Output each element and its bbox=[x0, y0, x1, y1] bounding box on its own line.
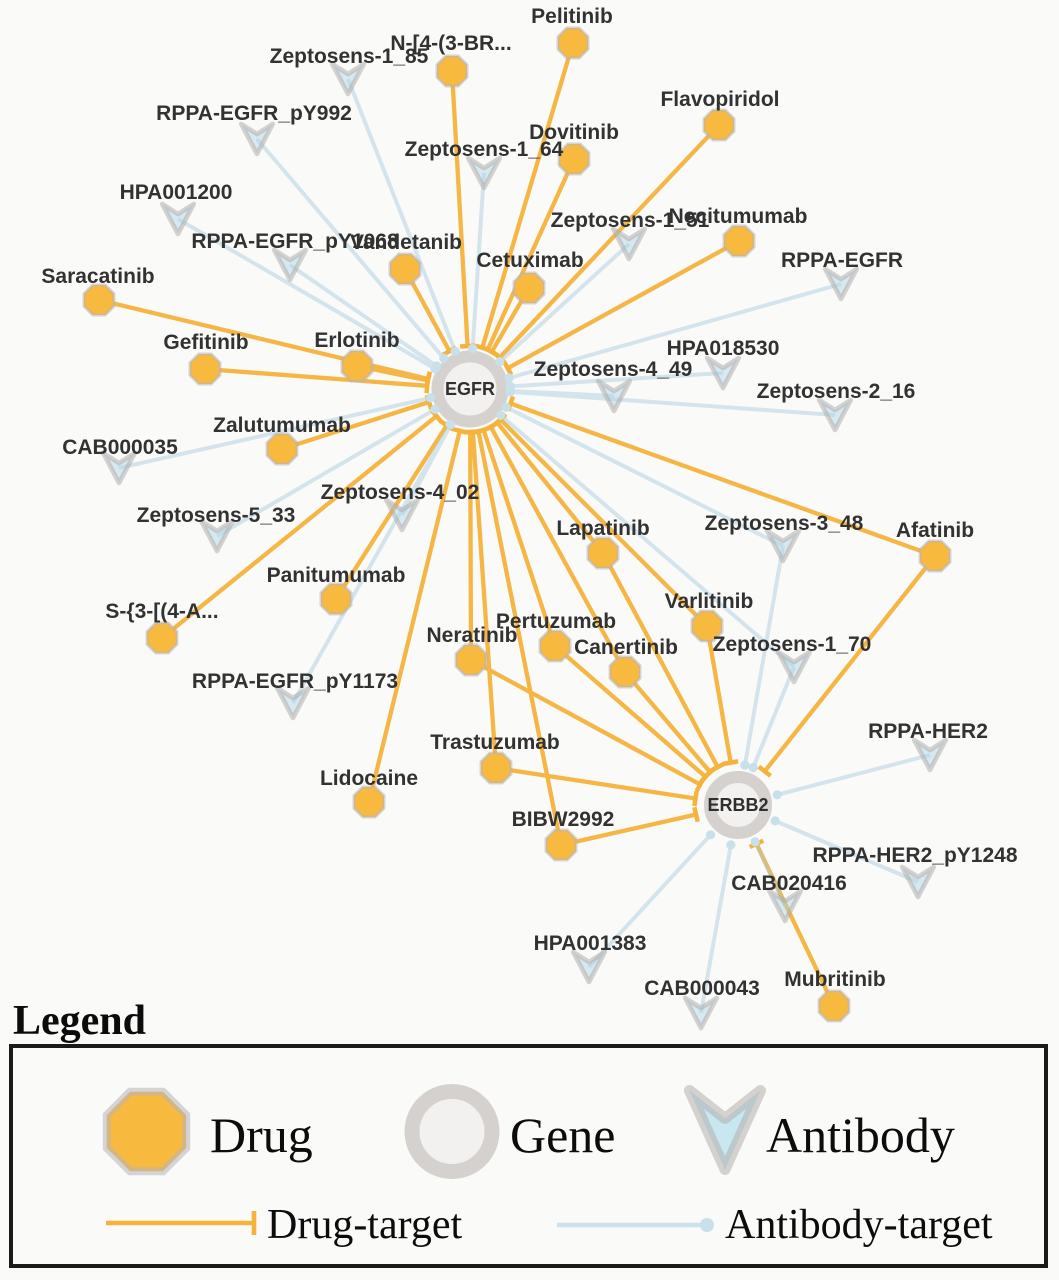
svg-text:ERBB2: ERBB2 bbox=[707, 795, 768, 815]
svg-text:HPA001383: HPA001383 bbox=[534, 932, 647, 955]
svg-text:RPPA-HER2: RPPA-HER2 bbox=[868, 720, 988, 743]
svg-text:N-[4-(3-BR...: N-[4-(3-BR... bbox=[390, 32, 511, 55]
svg-text:CAB000043: CAB000043 bbox=[644, 977, 760, 1000]
svg-text:RPPA-EGFR_pY1173: RPPA-EGFR_pY1173 bbox=[192, 670, 398, 693]
svg-text:Necitumumab: Necitumumab bbox=[669, 205, 808, 228]
svg-text:Antibody-target: Antibody-target bbox=[725, 1202, 993, 1248]
svg-text:Drug-target: Drug-target bbox=[267, 1202, 462, 1248]
svg-text:Mubritinib: Mubritinib bbox=[784, 968, 885, 991]
svg-text:Canertinib: Canertinib bbox=[574, 636, 678, 659]
svg-text:Saracatinib: Saracatinib bbox=[41, 265, 154, 288]
svg-text:Zeptosens-1_85: Zeptosens-1_85 bbox=[270, 45, 429, 68]
svg-text:Lidocaine: Lidocaine bbox=[320, 767, 418, 790]
svg-text:Panitumumab: Panitumumab bbox=[267, 564, 406, 587]
svg-text:HPA018530: HPA018530 bbox=[667, 337, 780, 360]
svg-text:HPA001200: HPA001200 bbox=[120, 181, 233, 204]
svg-text:Neratinib: Neratinib bbox=[426, 624, 517, 647]
svg-text:BIBW2992: BIBW2992 bbox=[512, 808, 615, 831]
svg-text:Zeptosens-3_48: Zeptosens-3_48 bbox=[705, 512, 864, 535]
svg-text:Flavopiridol: Flavopiridol bbox=[660, 88, 779, 111]
svg-text:Drug: Drug bbox=[210, 1107, 313, 1163]
svg-text:RPPA-HER2_pY1248: RPPA-HER2_pY1248 bbox=[812, 844, 1017, 867]
svg-text:Zeptosens-1_51: Zeptosens-1_51 bbox=[551, 209, 710, 232]
svg-text:Lapatinib: Lapatinib bbox=[556, 517, 649, 540]
svg-text:CAB020416: CAB020416 bbox=[731, 872, 847, 895]
svg-text:RPPA-EGFR_pY992: RPPA-EGFR_pY992 bbox=[156, 102, 352, 125]
svg-text:Dovitinib: Dovitinib bbox=[529, 121, 619, 144]
svg-text:RPPA-EGFR_pY1068: RPPA-EGFR_pY1068 bbox=[191, 230, 399, 253]
svg-text:Cetuximab: Cetuximab bbox=[476, 249, 583, 272]
svg-text:Trastuzumab: Trastuzumab bbox=[430, 731, 560, 754]
svg-text:Pelitinib: Pelitinib bbox=[531, 5, 613, 28]
svg-text:EGFR: EGFR bbox=[445, 379, 495, 399]
svg-text:Zalutumumab: Zalutumumab bbox=[213, 414, 351, 437]
svg-text:Antibody: Antibody bbox=[766, 1107, 955, 1163]
svg-text:Gene: Gene bbox=[510, 1107, 616, 1163]
svg-text:Zeptosens-4_02: Zeptosens-4_02 bbox=[321, 481, 480, 504]
svg-text:RPPA-EGFR: RPPA-EGFR bbox=[781, 249, 903, 272]
svg-text:Afatinib: Afatinib bbox=[896, 519, 974, 542]
svg-text:Zeptosens-5_33: Zeptosens-5_33 bbox=[137, 504, 296, 527]
svg-text:Zeptosens-2_16: Zeptosens-2_16 bbox=[757, 380, 916, 403]
svg-text:CAB000035: CAB000035 bbox=[62, 436, 178, 459]
svg-text:Varlitinib: Varlitinib bbox=[665, 590, 754, 613]
svg-text:Gefitinib: Gefitinib bbox=[163, 331, 248, 354]
svg-text:S-{3-[(4-A...: S-{3-[(4-A... bbox=[105, 600, 218, 623]
svg-text:Zeptosens-1_70: Zeptosens-1_70 bbox=[713, 633, 872, 656]
svg-text:Zeptosens-1_64: Zeptosens-1_64 bbox=[405, 138, 564, 161]
svg-text:Zeptosens-4_49: Zeptosens-4_49 bbox=[534, 358, 693, 381]
svg-text:Vandetanib: Vandetanib bbox=[350, 231, 462, 254]
svg-text:Pertuzumab: Pertuzumab bbox=[496, 610, 616, 633]
svg-text:Erlotinib: Erlotinib bbox=[314, 329, 399, 352]
svg-text:Legend: Legend bbox=[13, 998, 146, 1044]
